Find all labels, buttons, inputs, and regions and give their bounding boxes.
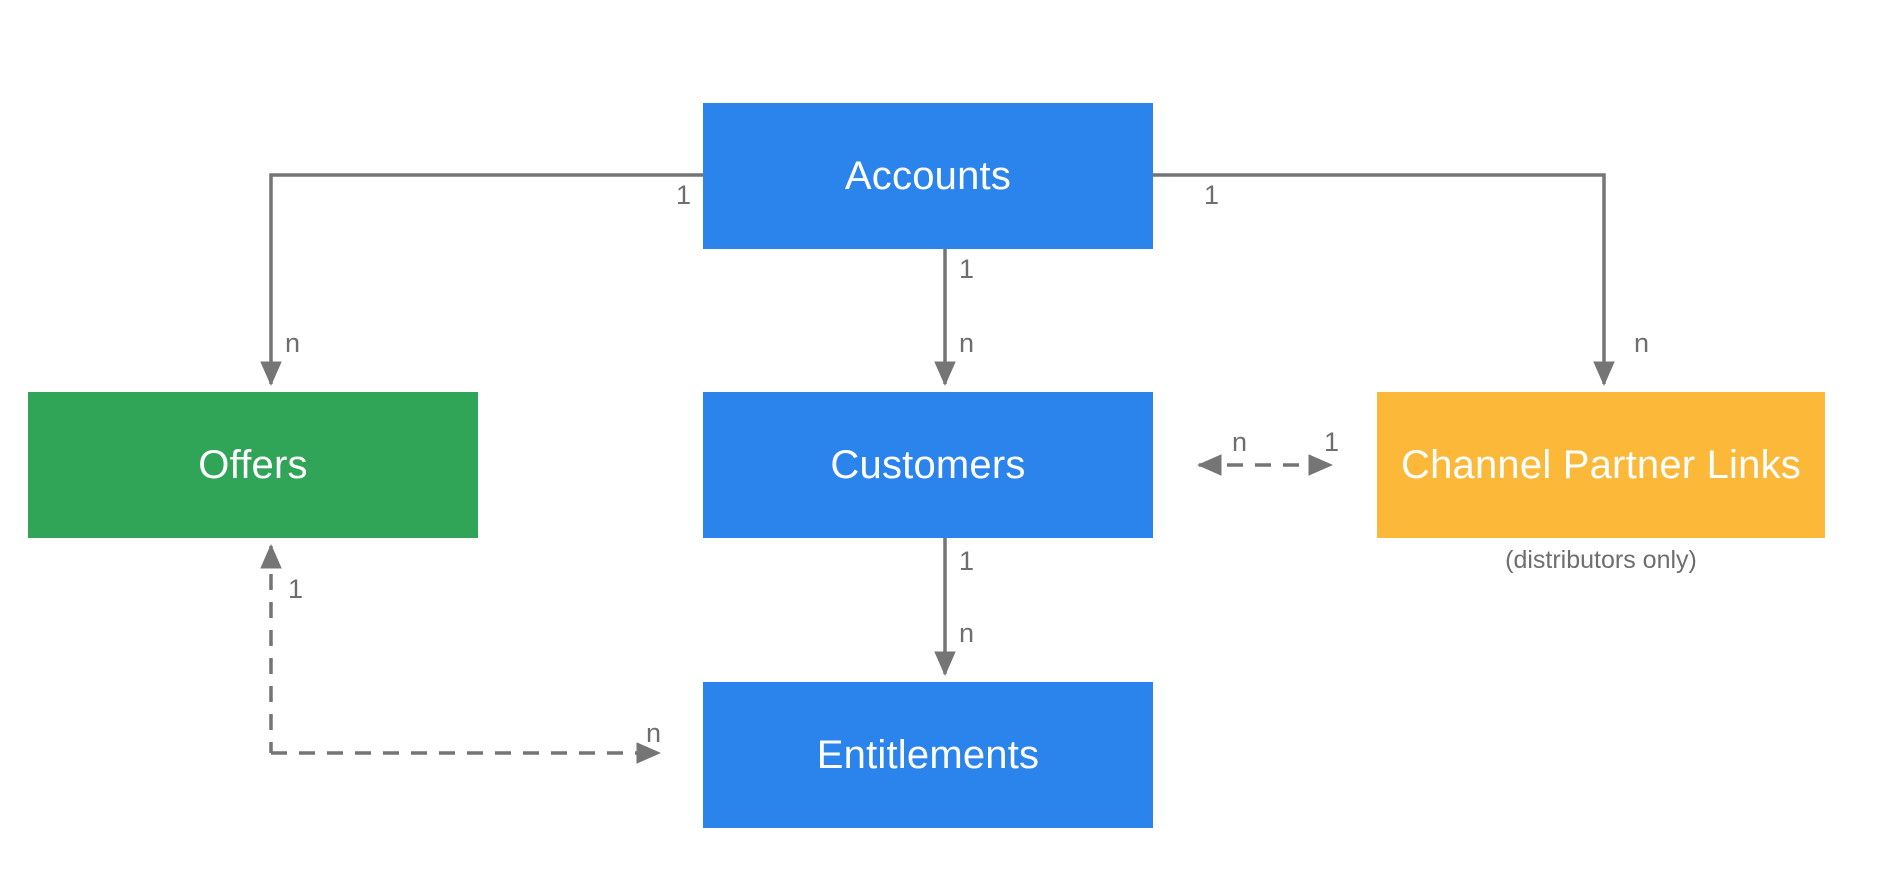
edge-label-customers-channel-many: n <box>1232 427 1248 457</box>
node-offers-label: Offers <box>198 443 308 487</box>
node-channel-partner-links-label: Channel Partner Links <box>1401 443 1801 487</box>
edge-label-accounts-customers-one: 1 <box>959 254 975 284</box>
edge-label-accounts-offers-many: n <box>285 328 301 358</box>
edge-label-accounts-customers-many: n <box>959 328 975 358</box>
edge-label-customers-channel-one: 1 <box>1324 427 1340 457</box>
node-channel-partner-links[interactable]: Channel Partner Links <box>1377 392 1825 538</box>
edge-label-accounts-channel-one: 1 <box>1204 180 1220 210</box>
node-entitlements-label: Entitlements <box>816 733 1040 777</box>
channel-partner-links-note: (distributors only) <box>1505 546 1697 574</box>
node-entitlements[interactable]: Entitlements <box>703 682 1153 828</box>
edge-label-offers-entitlements-one: 1 <box>288 574 304 604</box>
edge-label-accounts-offers-one: 1 <box>676 180 692 210</box>
edge-accounts-channel <box>1153 173 1615 386</box>
node-customers-label: Customers <box>830 443 1026 487</box>
edge-label-customers-entitlements-one: 1 <box>959 546 975 576</box>
edge-label-accounts-channel-many: n <box>1634 328 1650 358</box>
edge-label-offers-entitlements-many: n <box>646 718 662 748</box>
node-offers[interactable]: Offers <box>28 392 478 538</box>
node-accounts[interactable]: Accounts <box>703 103 1153 249</box>
node-customers[interactable]: Customers <box>703 392 1153 538</box>
node-accounts-label: Accounts <box>844 154 1012 198</box>
edge-accounts-offers <box>260 173 703 386</box>
edge-offers-entitlements <box>260 544 661 764</box>
edge-label-customers-entitlements-many: n <box>959 618 975 648</box>
